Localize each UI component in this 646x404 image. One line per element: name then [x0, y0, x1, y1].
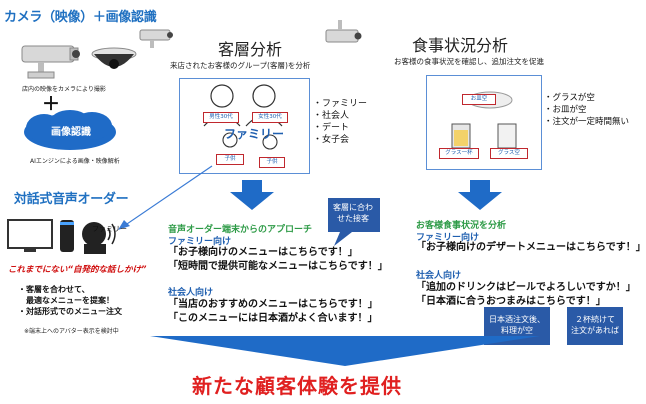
meal-approach-family-line: 「お子様向けのデザートメニューはこちらです！」: [416, 242, 646, 253]
camera-icon-right: [325, 20, 362, 43]
monitor-icon: [7, 219, 53, 252]
label-plate-empty: お皿空: [462, 94, 496, 105]
approach-worker-line: 「当店のおすすめのメニューはこちらです！」: [168, 299, 378, 310]
meal-bubble-2-shape: [567, 307, 623, 345]
approach-worker-head: 社会人向け: [168, 288, 214, 298]
voice-point: 最適なメニューを提案！: [18, 296, 114, 305]
customer-bullet: ・ファミリー: [313, 99, 368, 109]
approach-bubble-line: 客層に合わ: [333, 203, 373, 212]
meal-approach-worker-line: 「日本酒に合うおつまみはこちらです！」: [416, 296, 606, 307]
customer-bullets: ・ファミリー ・社会人 ・デート ・女子会: [313, 98, 367, 146]
voice-tagline: これまでにない“自発的な話しかけ”: [8, 265, 147, 275]
approach-family-lines: 「お子様向けのメニューはこちらです！」 「短時間で提供可能なメニューはこちらです…: [168, 246, 388, 274]
voice-note: ※端末上へのアバター表示を検討中: [24, 328, 119, 335]
meal-bubble-1: 日本酒注文後、 料理が空: [484, 314, 550, 336]
approach-family-line: 「お子様向けのメニューはこちらです！」: [168, 247, 358, 258]
camera-icon-center: [139, 29, 173, 48]
approach-worker-lines: 「当店のおすすめのメニューはこちらです！」 「このメニューには日本酒がよく合いま…: [168, 298, 378, 326]
meal-bullet: ・お皿が空: [544, 105, 587, 115]
approach-heading-text: 音声オーダー端末からのアプローチ: [168, 225, 313, 235]
meal-bubble-1-line: 日本酒注文後、: [489, 315, 545, 324]
voice-family-tag: ファミリー: [92, 225, 127, 233]
recognition-label: 画像認識: [51, 127, 91, 138]
camera-caption: 店内の映像をカメラにより撮影: [22, 86, 106, 93]
down-arrow-right: [458, 180, 502, 210]
voice-point: ・客層を合わせて、: [18, 285, 90, 294]
approach-bubble-line: せた接客: [337, 214, 369, 223]
voice-order-title: 対話式音声オーダー: [14, 192, 129, 207]
meal-analysis-subtitle: お客様の食事状況を確認し、追加注文を促進: [394, 57, 544, 66]
meal-bubble-2: ２杯続けて 注文があれば: [567, 314, 623, 336]
customer-panel: [179, 78, 310, 174]
recognition-cloud: [24, 110, 116, 150]
meal-bullet: ・グラスが空: [544, 93, 595, 103]
plus-sign: ＋: [42, 94, 60, 115]
approach-family-line: 「短時間で提供可能なメニューはこちらです！」: [168, 261, 388, 272]
label-female: 女性30代: [252, 112, 288, 123]
footer-chevron: [150, 336, 540, 366]
approach-worker-line: 「このメニューには日本酒がよく合います！」: [168, 313, 378, 324]
meal-panel: [426, 75, 542, 170]
customer-analysis-subtitle: 来店されたお客様のグループ(客層)を分析: [170, 61, 311, 70]
label-child-2: 子供: [259, 157, 285, 168]
speech-waves-icon: [107, 223, 116, 245]
label-child-1: 子供: [216, 154, 244, 165]
customer-bullet: ・デート: [313, 123, 350, 133]
down-arrow-center: [230, 180, 274, 210]
camera-section-title: カメラ（映像）＋画像認識: [4, 10, 157, 25]
customer-bullet: ・女子会: [313, 135, 350, 145]
label-family: ファミリー: [224, 127, 285, 141]
meal-approach-worker-line: 「追加のドリンクはビールでよろしいですか！」: [416, 282, 636, 293]
label-glass-empty: グラス空: [490, 148, 528, 159]
approach-heading: 音声オーダー端末からのアプローチ: [168, 222, 312, 235]
dome-camera-icon: [91, 47, 137, 69]
approach-bubble-shape: [328, 198, 380, 246]
smart-speaker-icon: [60, 220, 74, 252]
meal-bubble-2-line: 注文があれば: [571, 326, 619, 335]
voice-point: ・対話形式でのメニュー注文: [18, 307, 122, 316]
customer-analysis-title: 客層分析: [218, 40, 283, 59]
customer-bullet: ・社会人: [313, 111, 350, 121]
connector-arrow: [118, 165, 213, 230]
footer-headline: 新たな顧客体験を提供: [192, 374, 402, 398]
meal-approach-worker-head: 社会人向け: [416, 271, 462, 281]
meal-approach-family-lines: 「お子様向けのデザートメニューはこちらです！」: [416, 241, 646, 255]
voice-device-icons: [7, 219, 116, 254]
meal-bullet: ・注文が一定時間無い: [544, 117, 630, 127]
avatar-head-icon: [82, 222, 106, 254]
meal-analysis-title: 食事状況分析: [412, 36, 509, 55]
meal-bubble-1-line: 料理が空: [501, 326, 533, 335]
approach-bubble: 客層に合わ せた接客: [328, 202, 378, 224]
approach-family-head: ファミリー向け: [168, 237, 232, 247]
meal-approach-family-head: ファミリー向け: [416, 233, 480, 243]
meal-bubble-2-line: ２杯続けて: [575, 315, 615, 324]
camera-icons: [21, 45, 137, 79]
meal-approach-heading: お客様食事状況を分析: [416, 221, 507, 231]
voice-points: ・客層を合わせて、 最適なメニューを提案！ ・対話形式でのメニュー注文: [18, 284, 122, 317]
label-male: 男性30代: [203, 112, 239, 123]
bullet-camera-icon: [21, 45, 80, 79]
ai-caption: AIエンジンによる画像・映像解析: [30, 158, 120, 165]
label-glass-full: グラス一杯: [439, 148, 479, 159]
meal-approach-worker-lines: 「追加のドリンクはビールでよろしいですか！」 「日本酒に合うおつまみはこちらです…: [416, 281, 636, 309]
meal-bullets: ・グラスが空 ・お皿が空 ・注文が一定時間無い: [544, 92, 629, 128]
